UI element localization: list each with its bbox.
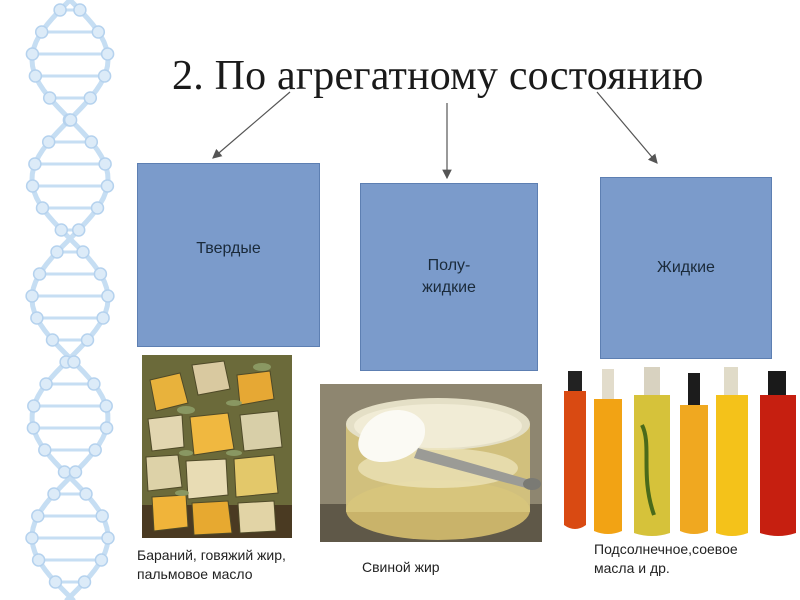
- caption-liquid: Подсолнечное,соевое масла и др.: [594, 540, 738, 578]
- caption-solid: Бараний, говяжий жир, пальмовое масло: [137, 546, 286, 584]
- category-label-solid: Твердые: [196, 239, 261, 257]
- photo-lard-jar: [320, 384, 542, 542]
- category-box-liquid: Жидкие: [600, 177, 772, 359]
- caption-solid-line1: Бараний, говяжий жир,: [137, 547, 286, 563]
- arrow-to-solid: [212, 91, 291, 159]
- photo-fat-blocks: [142, 355, 292, 538]
- arrow-to-liquid: [596, 91, 658, 164]
- category-label-liquid: Жидкие: [657, 258, 715, 276]
- category-label-semi-line2: жидкие: [422, 279, 476, 296]
- category-box-semi-liquid: Полу- жидкие: [360, 183, 538, 371]
- caption-solid-line2: пальмовое масло: [137, 565, 253, 582]
- caption-liquid-line2: масла и др.: [594, 559, 670, 576]
- slide-title: 2. По агрегатному состоянию: [172, 53, 704, 99]
- caption-semi-liquid: Свиной жир: [362, 559, 440, 575]
- caption-liquid-line1: Подсолнечное,соевое: [594, 541, 738, 557]
- dna-helix-decoration: [25, 0, 115, 600]
- category-box-solid: Твердые: [137, 163, 320, 347]
- category-label-semi-line1: Полу-: [427, 256, 471, 274]
- photo-oil-bottles: [556, 365, 800, 537]
